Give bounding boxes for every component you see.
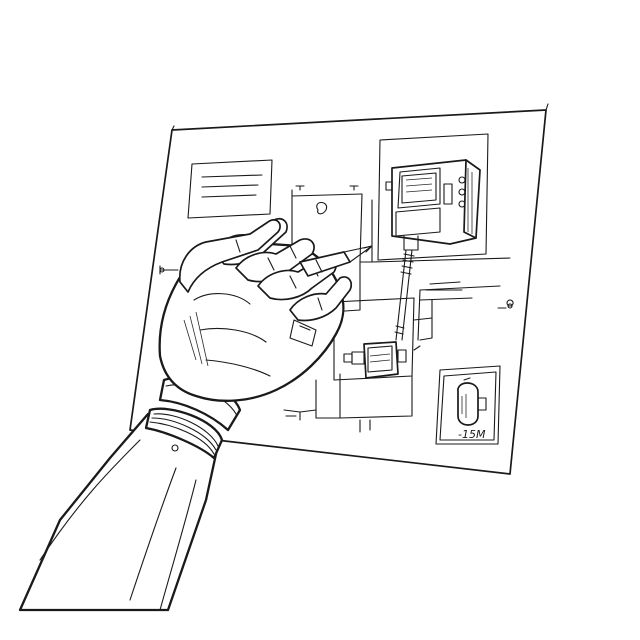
robot-arm-sleeve xyxy=(18,412,218,612)
control-box-icon xyxy=(385,159,481,251)
pump-valve-icon xyxy=(343,341,407,379)
circuit-lines xyxy=(159,133,514,433)
notes-panel xyxy=(187,159,273,219)
gauge-device-icon: -15M xyxy=(435,365,501,445)
pipe-assembly xyxy=(394,249,415,341)
sheet-marks xyxy=(159,267,513,417)
pencil-icon xyxy=(299,245,373,277)
robotic-hand-icon xyxy=(158,217,353,402)
scale-label: -15M xyxy=(458,428,486,441)
